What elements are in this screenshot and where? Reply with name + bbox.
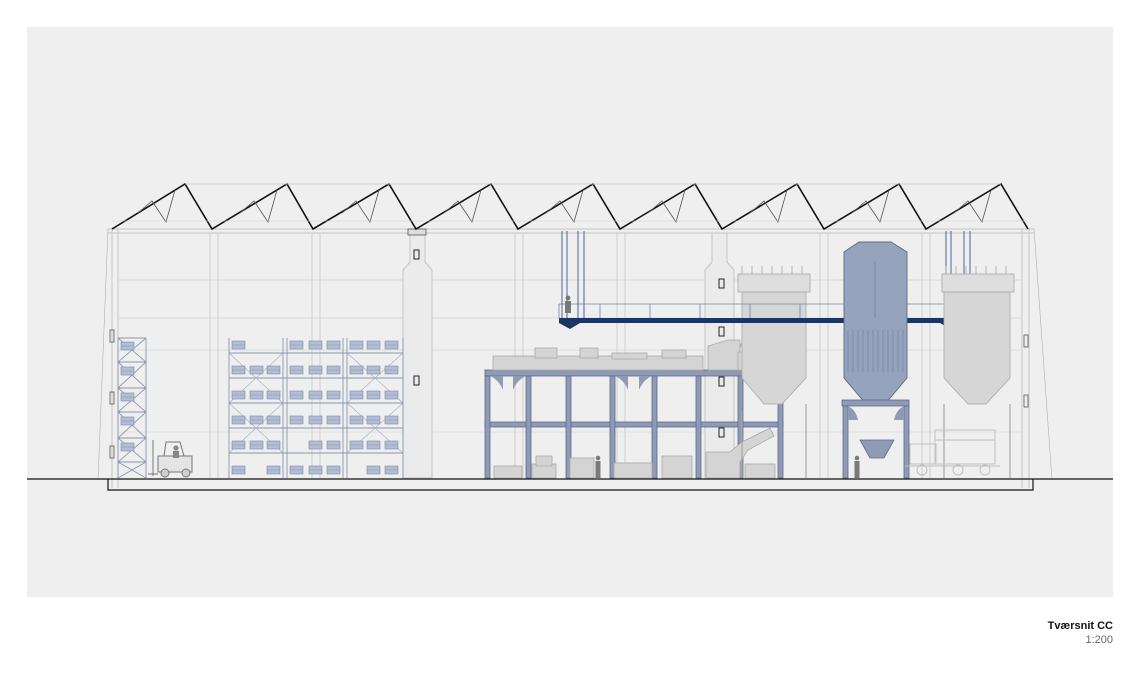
tall-rack-pallets (120, 341, 135, 452)
central-pier (402, 228, 433, 479)
truck-icon (905, 429, 1000, 476)
tall-pallet-rack (117, 337, 147, 479)
drawing-title: Tværsnit CC (1047, 620, 1113, 632)
forklift-icon (148, 440, 193, 478)
central-silo (841, 241, 910, 479)
ground-floor-equipment (493, 427, 776, 479)
person-figure-icon (595, 455, 860, 478)
rack-pallets (231, 340, 399, 475)
ground-line (27, 478, 1113, 491)
sawtooth-roof (111, 182, 1029, 231)
columns (209, 233, 931, 478)
title-block: Tværsnit CC 1:200 (1048, 619, 1113, 647)
drawing-scale: 1:200 (1085, 634, 1113, 646)
right-silo (941, 266, 1015, 478)
process-steel-frame (484, 369, 784, 479)
storage-racks (228, 338, 404, 478)
